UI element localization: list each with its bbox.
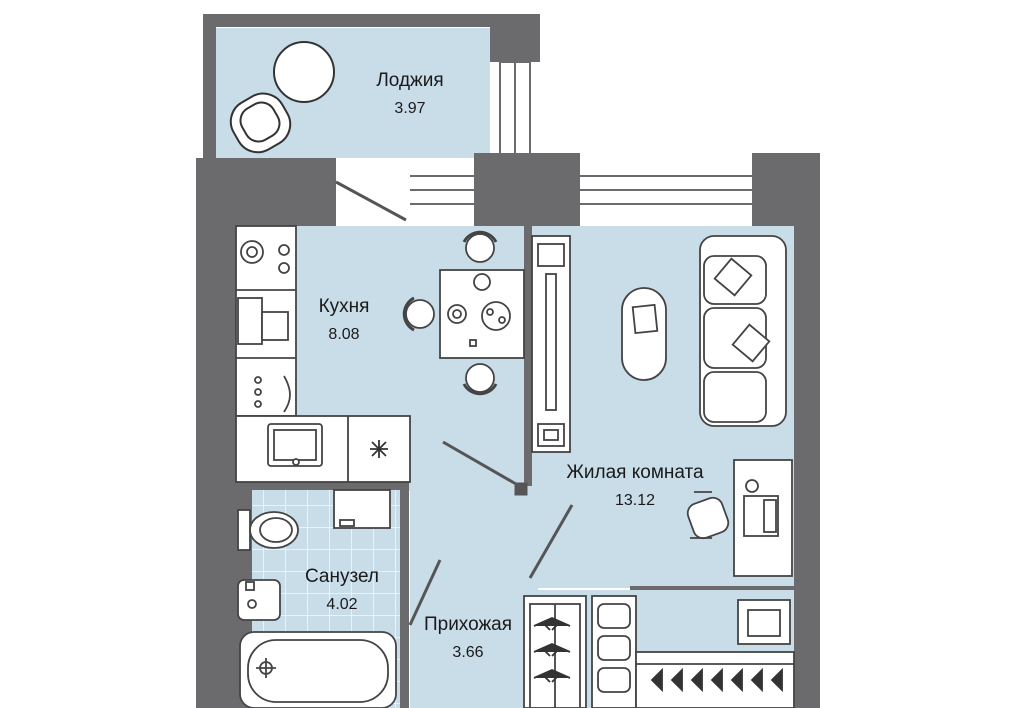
living-label: Жилая комната 13.12 xyxy=(540,462,730,510)
bathtub-icon xyxy=(239,631,397,708)
wall-kitchen-top-left xyxy=(196,158,336,226)
oven-icon xyxy=(237,297,263,345)
living-name: Жилая комната xyxy=(566,462,704,483)
toilet-icon xyxy=(237,509,299,551)
living-door xyxy=(528,504,574,579)
wall-right-outer xyxy=(794,153,820,708)
bathroom-name: Санузел xyxy=(304,566,379,587)
coffee-table xyxy=(621,287,667,381)
door-stop xyxy=(514,482,528,496)
fridge-icon xyxy=(370,440,388,458)
loggia-door xyxy=(335,180,407,222)
desk-chair-icon xyxy=(686,491,730,540)
wall-loggia-left xyxy=(203,14,216,161)
kitchen-area: 8.08 xyxy=(328,326,360,343)
living-area: 13.12 xyxy=(614,492,656,509)
hallway-floor xyxy=(410,484,538,708)
armchair-icon xyxy=(229,92,292,154)
kitchen-door xyxy=(442,440,517,486)
bathroom-fixtures xyxy=(237,489,397,708)
bathroom-door xyxy=(408,559,442,626)
loggia-table xyxy=(273,41,335,103)
wall-loggia-top xyxy=(203,14,490,27)
chair-top-icon xyxy=(462,230,498,263)
wall-kitchen-living xyxy=(524,226,532,486)
loggia-furniture xyxy=(229,41,335,154)
hallway-label: Прихожая 3.66 xyxy=(406,614,530,662)
living-furniture xyxy=(531,235,793,577)
wall-bath-right xyxy=(400,482,409,708)
tv-icon xyxy=(545,273,557,411)
wall-loggia-right-cap xyxy=(490,14,540,62)
kitchen-label: Кухня 8.08 xyxy=(296,296,392,344)
loggia-label: Лоджия 3.97 xyxy=(346,70,474,118)
loggia-area: 3.97 xyxy=(394,100,426,117)
wall-left-outer xyxy=(196,158,236,708)
wall-closet-top xyxy=(630,586,794,590)
loggia-name: Лоджия xyxy=(376,70,444,91)
wall-kitchen-bath xyxy=(236,482,400,490)
washbasin-icon xyxy=(237,579,281,621)
bathroom-area: 4.02 xyxy=(326,596,358,613)
hallway-area: 3.66 xyxy=(452,644,484,661)
closets xyxy=(523,595,795,708)
bathroom-label: Санузел 4.02 xyxy=(290,566,394,614)
wall-top-middle xyxy=(474,153,580,226)
kitchen-name: Кухня xyxy=(318,296,370,317)
hangers xyxy=(533,617,783,693)
hallway-name: Прихожая xyxy=(423,614,513,635)
doors xyxy=(335,180,574,626)
windows xyxy=(410,61,752,205)
chair-bottom-icon xyxy=(462,363,498,396)
kitchen-furniture xyxy=(235,225,525,483)
chair-left-icon xyxy=(402,296,435,332)
window-sill-kitchen xyxy=(410,158,474,226)
